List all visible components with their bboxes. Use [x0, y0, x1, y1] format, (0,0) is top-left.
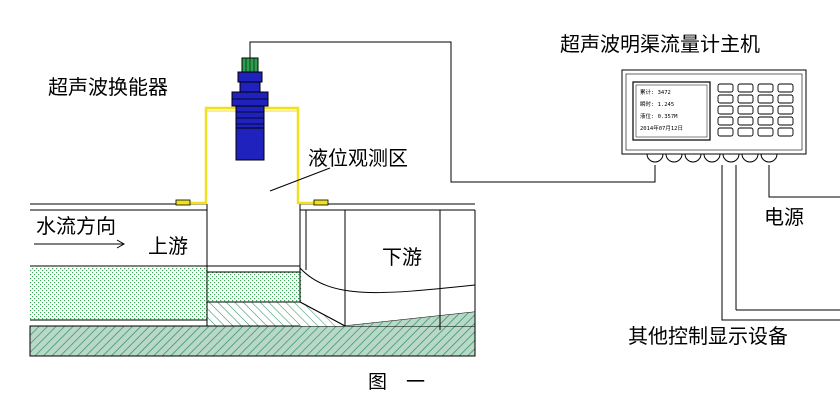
host-port	[665, 153, 683, 163]
power-label: 电源	[764, 205, 804, 229]
signal-cable	[249, 41, 656, 183]
keypad-key	[717, 116, 734, 126]
lcd-line-3: 液位: 0.357M	[640, 112, 678, 120]
host-port	[722, 153, 740, 163]
keypad-key	[757, 116, 774, 126]
measure-zone-label: 液位观测区	[308, 146, 408, 170]
flow-direction-arrow	[34, 239, 126, 249]
keypad-key	[757, 105, 774, 115]
ultrasonic-transducer	[231, 57, 269, 161]
transducer-label: 超声波换能器	[48, 75, 168, 99]
host-port	[760, 153, 778, 163]
channel-floor	[29, 325, 476, 357]
host-ports	[646, 153, 778, 163]
lcd-line-2: 瞬时: 1.245	[640, 100, 674, 108]
host-unit: 累计: 3472 瞬时: 1.245 液位: 0.357M 2014年07月12…	[621, 69, 807, 163]
upstream-water	[30, 268, 302, 320]
keypad-key	[757, 94, 774, 104]
keypad-key	[717, 105, 734, 115]
downstream-water-surface	[299, 267, 476, 294]
keypad-key	[737, 105, 754, 115]
downstream-bed-fill	[345, 312, 475, 326]
host-label: 超声波明渠流量计主机	[560, 32, 760, 56]
host-port	[684, 153, 702, 163]
keypad-key	[777, 83, 794, 93]
keypad-key	[737, 116, 754, 126]
keypad-key	[737, 94, 754, 104]
keypad-key	[757, 83, 774, 93]
bracket-feet	[175, 199, 329, 206]
flow-direction-label: 水流方向	[36, 214, 116, 238]
keypad-key	[717, 127, 734, 137]
keypad-key	[717, 83, 734, 93]
keypad-key	[737, 127, 754, 137]
keypad	[717, 83, 794, 137]
keypad-key	[737, 83, 754, 93]
measure-zone-leader	[269, 167, 331, 192]
keypad-key	[777, 116, 794, 126]
lcd-screen	[632, 81, 711, 141]
power-cable	[768, 165, 840, 198]
host-port	[703, 153, 721, 163]
keypad-key	[717, 94, 734, 104]
keypad-key	[777, 127, 794, 137]
host-port	[741, 153, 759, 163]
device-cable	[721, 165, 840, 321]
channel-structure	[29, 203, 476, 356]
lcd-line-4: 2014年07月12日	[640, 124, 683, 132]
lcd-line-1: 累计: 3472	[640, 88, 671, 96]
other-devices-label: 其他控制显示设备	[628, 324, 788, 348]
upstream-label: 上游	[148, 234, 188, 258]
keypad-key	[777, 94, 794, 104]
keypad-key	[777, 105, 794, 115]
host-port	[646, 153, 664, 163]
downstream-label: 下游	[382, 245, 422, 269]
figure-caption: 图 一	[368, 371, 426, 393]
keypad-key	[757, 127, 774, 137]
